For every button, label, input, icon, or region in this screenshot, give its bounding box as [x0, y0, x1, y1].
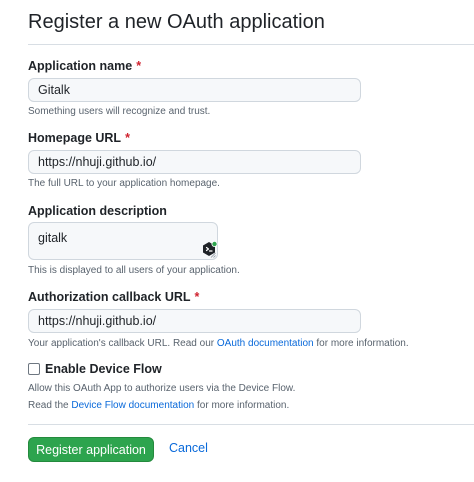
description-label: Application description [28, 204, 167, 218]
callback-url-input[interactable] [28, 309, 361, 333]
device-flow-checkbox[interactable] [28, 363, 40, 375]
grammar-extension-icon[interactable] [202, 241, 218, 257]
homepage-url-input[interactable] [28, 150, 361, 174]
callback-hint-text: Your application's callback URL. Read ou… [28, 338, 217, 349]
app-name-input[interactable] [28, 78, 361, 102]
device-flow-doc-suffix: for more information. [194, 400, 290, 411]
device-flow-option[interactable]: Enable Device Flow [28, 362, 162, 376]
callback-label: Authorization callback URL* [28, 290, 199, 304]
oauth-documentation-link[interactable]: OAuth documentation [216, 338, 314, 349]
device-flow-documentation-link[interactable]: Device Flow documentation [71, 400, 195, 411]
resize-grip-icon[interactable] [210, 252, 216, 258]
description-hint: This is displayed to all users of your a… [28, 265, 240, 276]
required-mark: * [136, 59, 142, 73]
callback-hint: Your application's callback URL. Read ou… [28, 338, 409, 349]
device-flow-label[interactable]: Enable Device Flow [45, 362, 162, 376]
device-flow-doc-hint: Read the Device Flow documentation for m… [28, 400, 289, 411]
homepage-label: Homepage URL* [28, 131, 130, 145]
required-mark: * [125, 131, 130, 145]
callback-hint-suffix: for more information. [313, 338, 409, 349]
app-name-hint: Something users will recognize and trust… [28, 106, 211, 117]
device-flow-hint: Allow this OAuth App to authorize users … [28, 383, 296, 394]
homepage-label-text: Homepage URL [28, 131, 122, 145]
callback-label-text: Authorization callback URL [28, 290, 191, 304]
title-divider [28, 44, 474, 45]
description-textarea[interactable]: gitalk [29, 223, 217, 259]
homepage-hint: The full URL to your application homepag… [28, 178, 220, 189]
description-textarea-wrapper: gitalk [28, 222, 218, 260]
actions-divider [28, 424, 474, 425]
required-mark: * [194, 290, 200, 304]
app-name-label: Application name* [28, 59, 141, 73]
page-title: Register a new OAuth application [28, 11, 325, 33]
device-flow-doc-prefix: Read the [28, 400, 72, 411]
app-name-label-text: Application name [28, 59, 133, 73]
register-application-button[interactable]: Register application [28, 437, 154, 462]
cancel-link[interactable]: Cancel [169, 441, 208, 455]
description-label-text: Application description [28, 204, 167, 218]
